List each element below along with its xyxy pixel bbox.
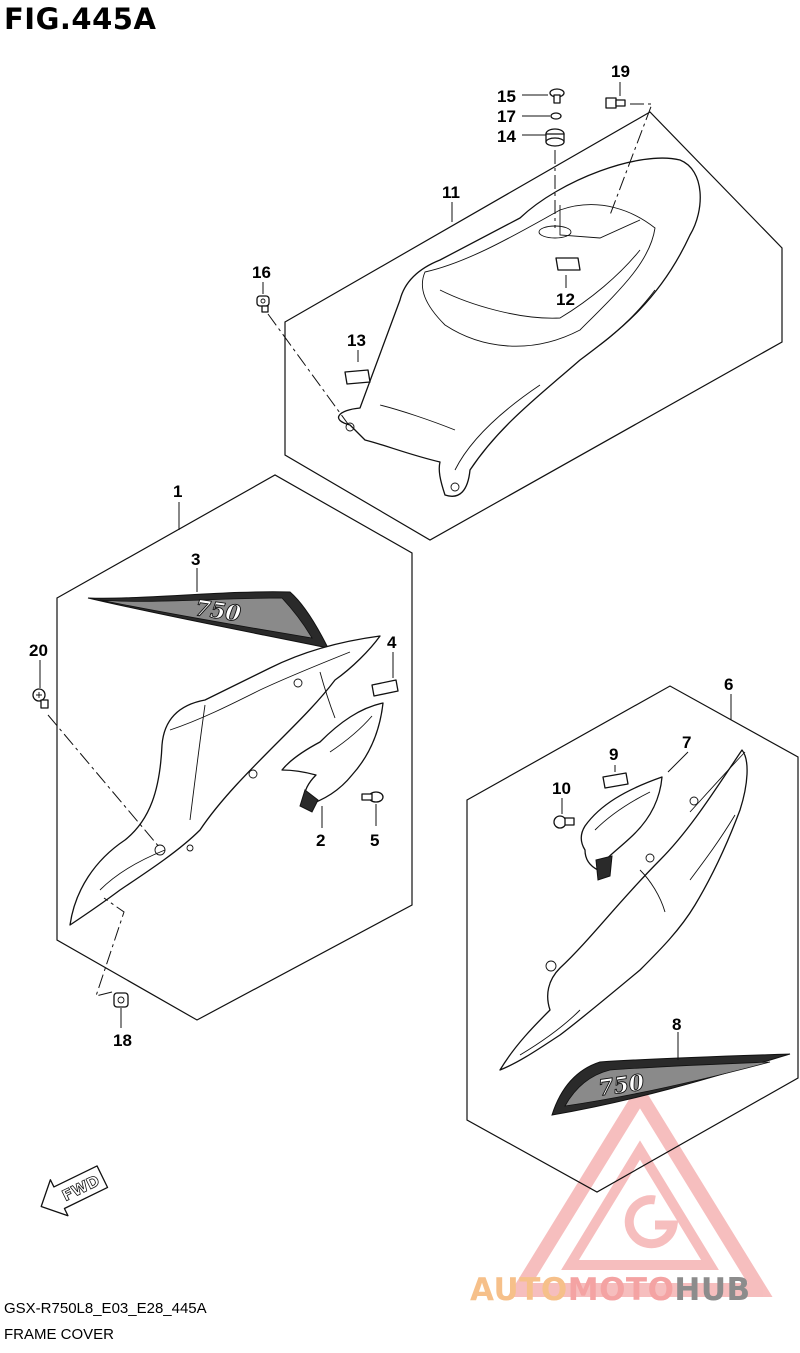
part-10-screw	[553, 815, 575, 829]
watermark-text: AUTOMOTOHUB	[470, 1272, 751, 1308]
figure-code: GSX-R750L8_E03_E28_445A	[4, 1300, 207, 1317]
figure-title: FIG.445A	[4, 2, 157, 36]
callout-15: 15	[497, 87, 516, 106]
part-11-seat-tail-cover	[337, 157, 701, 497]
part-6-frame-cover	[499, 749, 748, 1071]
group-box-left	[56, 474, 413, 1021]
part-3-emblem: 750	[87, 591, 329, 649]
part-9-label	[602, 772, 629, 789]
part-20-screw	[32, 688, 49, 709]
watermark-part-auto: AUTO	[470, 1272, 568, 1308]
callout-6: 6	[724, 675, 733, 694]
watermark-part-hub: HUB	[674, 1272, 751, 1308]
group-frame-cover-left: 750	[32, 474, 413, 1028]
callout-10: 10	[552, 779, 571, 798]
callout-numbers: 1 2 3 4 5 6 7 8 9 10 11 12 13 14 15 16 1…	[29, 62, 733, 1050]
part-13-label	[344, 369, 371, 385]
part-14-grommet	[545, 128, 565, 147]
callout-1: 1	[173, 482, 182, 501]
callout-11: 11	[442, 183, 460, 202]
part-15-bolt	[549, 88, 565, 104]
part-1-frame-cover	[69, 635, 381, 926]
callout-9: 9	[609, 745, 618, 764]
callout-14: 14	[497, 127, 516, 146]
callout-18: 18	[113, 1031, 132, 1050]
callout-12: 12	[556, 290, 575, 309]
part-16-nut	[256, 295, 270, 313]
part-17-washer	[550, 112, 562, 120]
part-12-label	[555, 257, 581, 271]
callout-13: 13	[347, 331, 366, 350]
figure-name: FRAME COVER	[4, 1326, 115, 1343]
callout-16: 16	[252, 263, 271, 282]
callout-3: 3	[191, 550, 200, 569]
callout-8: 8	[672, 1015, 681, 1034]
part-4-label	[371, 679, 399, 697]
callout-20: 20	[29, 641, 48, 660]
callout-7: 7	[682, 733, 691, 752]
part-18-nut	[113, 992, 129, 1008]
part-19-bolt	[605, 97, 626, 109]
watermark-part-moto: MOTO	[567, 1272, 675, 1308]
callout-5: 5	[370, 831, 379, 850]
callout-2: 2	[316, 831, 325, 850]
callout-19: 19	[611, 62, 630, 81]
part-7-bracket	[580, 776, 663, 881]
callout-4: 4	[387, 633, 397, 652]
part-8-emblem: 750	[551, 1053, 791, 1116]
watermark-logo	[507, 1081, 773, 1297]
group-box-upper	[284, 111, 783, 541]
group-box-right	[466, 685, 799, 1193]
fwd-arrow: FWD	[40, 1165, 109, 1217]
group-frame-cover-right: 750	[466, 685, 799, 1193]
group-seat-tail-cover	[256, 82, 783, 541]
callout-17: 17	[497, 107, 516, 126]
part-2-inner-panel	[281, 702, 384, 813]
part-5-screw	[361, 791, 384, 803]
